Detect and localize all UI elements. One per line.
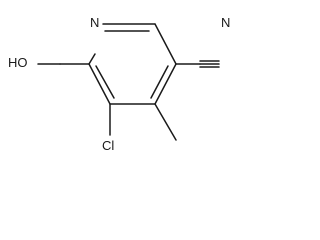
double-bond-inner-c2-c3	[95, 65, 115, 99]
bond-c2-c3	[88, 63, 111, 105]
atom-label-nitrile-nitrogen: N	[221, 15, 230, 30]
bond-c4-methyl	[154, 103, 177, 141]
structure-canvas: N N HO Cl	[8, 15, 230, 153]
bond-c4-c5	[154, 63, 177, 105]
bond-n1-c2	[88, 53, 96, 65]
bond-c5-c6	[154, 23, 177, 65]
atom-label-ring-nitrogen: N	[90, 15, 99, 30]
atom-label-chlorine: Cl	[102, 138, 114, 153]
double-bond-inner-c4-c5	[150, 65, 169, 99]
atom-label-hydroxyl: HO	[8, 55, 28, 70]
molecule-structure: N N HO Cl	[0, 0, 234, 158]
